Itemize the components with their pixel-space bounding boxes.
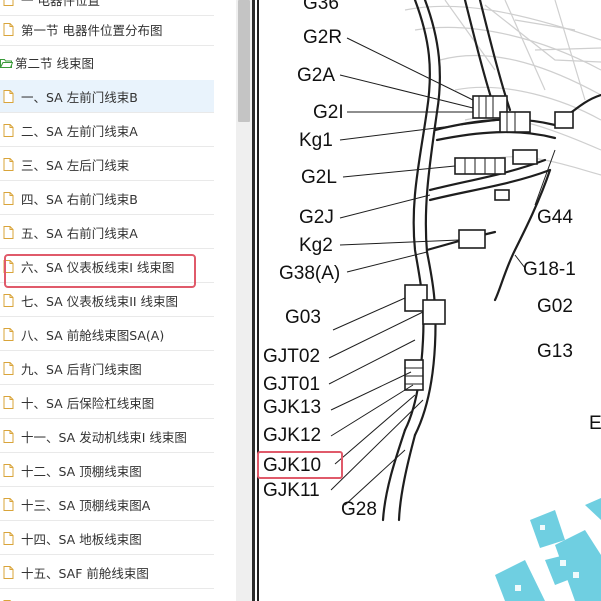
outline-item-label: 十、SA 后保险杠线束图 (21, 395, 155, 411)
callout-label-highlighted: GJK10 (263, 455, 322, 476)
panel-divider[interactable] (252, 0, 255, 601)
callout-label: G44 (537, 207, 573, 228)
wiring-diagram-drawing (257, 0, 601, 601)
outline-item[interactable]: 九、SA 后背门线束图 (0, 352, 214, 385)
outline-item[interactable]: 三、SA 左后门线束 (0, 148, 214, 181)
document-icon (3, 259, 14, 273)
callout-label: G28 (341, 499, 377, 520)
outline-item-label: 三、SA 左后门线束 (21, 157, 130, 173)
wiring-diagram-view[interactable]: G36 G2R G2A G2I Kg1 G2L G2J Kg2 G38(A) G… (255, 0, 601, 601)
document-icon (3, 531, 14, 545)
document-icon (3, 22, 14, 36)
callout-label: G13 (537, 341, 573, 362)
outline-item[interactable]: 十二、SA 顶棚线束图 (0, 454, 214, 487)
callout-label: GJK12 (263, 425, 322, 446)
outline-section[interactable]: 第二节 线束图 (0, 46, 214, 79)
document-icon (3, 89, 14, 103)
callout-label: GJK13 (263, 397, 322, 418)
callout-label: GJT01 (263, 374, 321, 395)
callout-label: G36 (303, 0, 339, 14)
callout-label: G02 (537, 296, 573, 317)
outline-item[interactable]: 八、SA 前舱线束图SA(A) (0, 318, 214, 351)
outline-item-label: 八、SA 前舱线束图SA(A) (21, 327, 165, 343)
document-icon (3, 0, 14, 6)
callout-label: G2L (301, 167, 337, 188)
outline-section-label: 第二节 线束图 (15, 56, 94, 71)
outline-item-selected[interactable]: 一、SA 左前门线束B (0, 80, 214, 113)
callout-label: G2I (313, 102, 344, 123)
outline-item[interactable]: 七、SA 仪表板线束II 线束图 (0, 284, 214, 317)
callout-label: G2A (297, 65, 336, 86)
document-icon (3, 395, 14, 409)
document-icon (3, 293, 14, 307)
outline-item-label: 七、SA 仪表板线束II 线束图 (21, 293, 179, 309)
outline-item-label: 五、SA 右前门线束A (21, 225, 138, 241)
outline-item-label: 二、SA 左前门线束A (21, 123, 138, 139)
outline-item-label: 十三、SA 顶棚线束图A (21, 497, 151, 513)
callout-label: E (589, 413, 601, 434)
callout-label: G03 (285, 307, 321, 328)
outline-item-label: 第一节 电器件位置分布图 (21, 22, 163, 38)
outline-item[interactable]: 二、SA 左前门线束A (0, 114, 214, 147)
document-icon (3, 565, 14, 579)
outline-item[interactable]: 十五、SAF 前舱线束图 (0, 556, 214, 589)
callout-label: Kg1 (299, 130, 333, 151)
document-icon (3, 225, 14, 239)
outline-item-label: 一、SA 左前门线束B (21, 89, 138, 105)
document-icon (3, 327, 14, 341)
outline-panel: 一 电器件位置 第一节 电器件位置分布图 第二节 线束图 一、SA 左前门线束B… (0, 0, 236, 601)
callout-label: G2R (303, 27, 343, 48)
document-icon (3, 361, 14, 375)
outline-scrollbar[interactable] (236, 0, 252, 601)
callout-label: G38(A) (279, 263, 341, 284)
document-icon (3, 157, 14, 171)
callout-label: G18-1 (523, 259, 576, 280)
outline-item-label: 十四、SA 地板线束图 (21, 531, 142, 547)
outline-item[interactable] (0, 590, 214, 601)
outline-item-label: 九、SA 后背门线束图 (21, 361, 142, 377)
document-icon (3, 429, 14, 443)
callout-label: Kg2 (299, 235, 333, 256)
outline-item-label: 四、SA 右前门线束B (21, 191, 138, 207)
outline-item[interactable]: 十一、SA 发动机线束I 线束图 (0, 420, 214, 453)
document-icon (3, 191, 14, 205)
watermark-logo (495, 498, 601, 601)
outline-item[interactable]: 五、SA 右前门线束A (0, 216, 214, 249)
outline-item-label: 六、SA 仪表板线束I 线束图 (21, 259, 175, 275)
document-icon (3, 497, 14, 511)
outline-item[interactable]: 第一节 电器件位置分布图 (0, 13, 214, 46)
callout-label: GJT02 (263, 346, 321, 367)
outline-item-highlighted[interactable]: 六、SA 仪表板线束I 线束图 (0, 250, 214, 283)
outline-item[interactable]: 十三、SA 顶棚线束图A (0, 488, 214, 521)
outline-item-label: 十五、SAF 前舱线束图 (21, 565, 149, 581)
callout-label: G2J (299, 207, 334, 228)
callout-label: GJK11 (263, 480, 320, 501)
outline-item[interactable]: 四、SA 右前门线束B (0, 182, 214, 215)
outline-item[interactable]: 十、SA 后保险杠线束图 (0, 386, 214, 419)
document-icon (3, 463, 14, 477)
outline-item-label: 十一、SA 发动机线束I 线束图 (21, 429, 187, 445)
outline-item[interactable]: 一 电器件位置 (0, 0, 214, 16)
outline-item-label: 一 电器件位置 (21, 0, 100, 8)
outline-item[interactable]: 十四、SA 地板线束图 (0, 522, 214, 555)
document-icon (3, 123, 14, 137)
folder-open-icon (0, 57, 13, 68)
scrollbar-thumb[interactable] (238, 0, 250, 122)
outline-item-label: 十二、SA 顶棚线束图 (21, 463, 142, 479)
